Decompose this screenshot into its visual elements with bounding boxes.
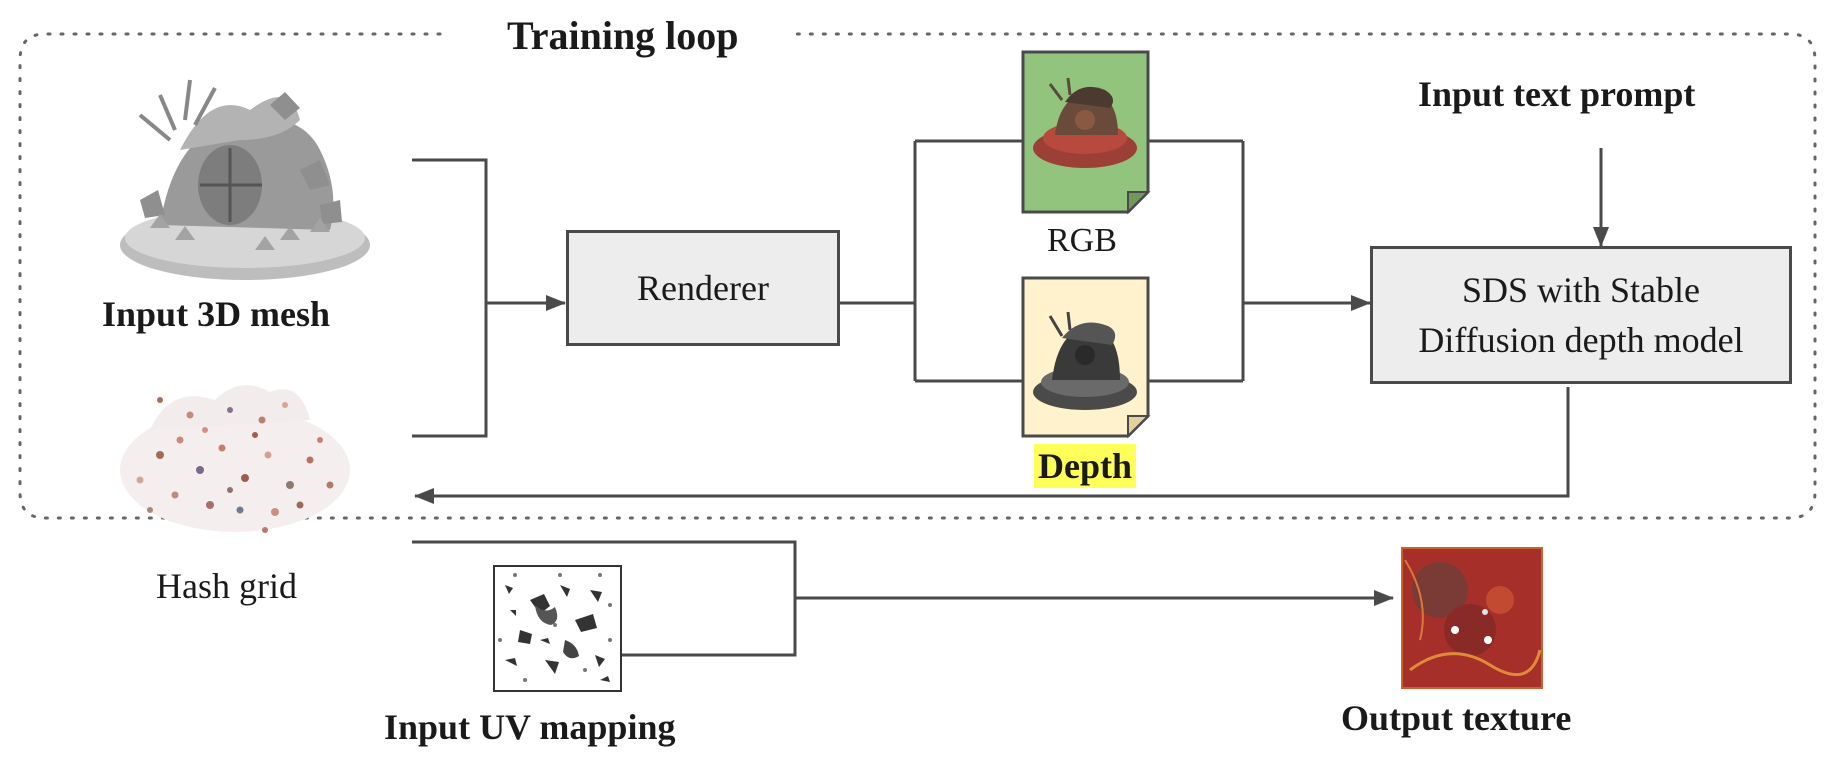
depth-card (1021, 276, 1151, 439)
depth-highlight: Depth (1034, 444, 1137, 488)
depth-render-image (1033, 311, 1137, 410)
sds-label-line1: SDS with Stable (1461, 269, 1701, 310)
input-uv-mapping-label: Input UV mapping (384, 707, 676, 747)
depth-label: Depth (1034, 444, 1137, 488)
texture-output-connector (412, 540, 1394, 657)
texture-image (1401, 547, 1543, 689)
rgb-render-image (1033, 77, 1137, 168)
sds-box: SDS with Stable Diffusion depth model (1370, 246, 1792, 384)
uv-map-image (493, 565, 622, 692)
hash-grid-label: Hash grid (156, 566, 297, 606)
input-text-prompt-label: Input text prompt (1418, 74, 1696, 114)
hash-grid-image (120, 385, 350, 533)
training-loop-title: Training loop (481, 16, 765, 56)
input-merge-connector (412, 158, 566, 438)
rgb-card (1021, 50, 1151, 215)
renderer-box: Renderer (566, 230, 840, 346)
input-3d-mesh-label: Input 3D mesh (102, 294, 331, 334)
renderer-output-connector (840, 139, 1023, 383)
sds-label-line2: Diffusion depth model (1418, 320, 1744, 360)
renderer-label: Renderer (637, 267, 769, 308)
mesh-image (120, 79, 370, 280)
rgb-label: RGB (1047, 222, 1117, 259)
training-loop-frame (18, 32, 1817, 520)
output-texture-label: Output texture (1341, 698, 1572, 738)
feedback-arrow (414, 387, 1570, 504)
sds-input-connector (1148, 139, 1371, 383)
